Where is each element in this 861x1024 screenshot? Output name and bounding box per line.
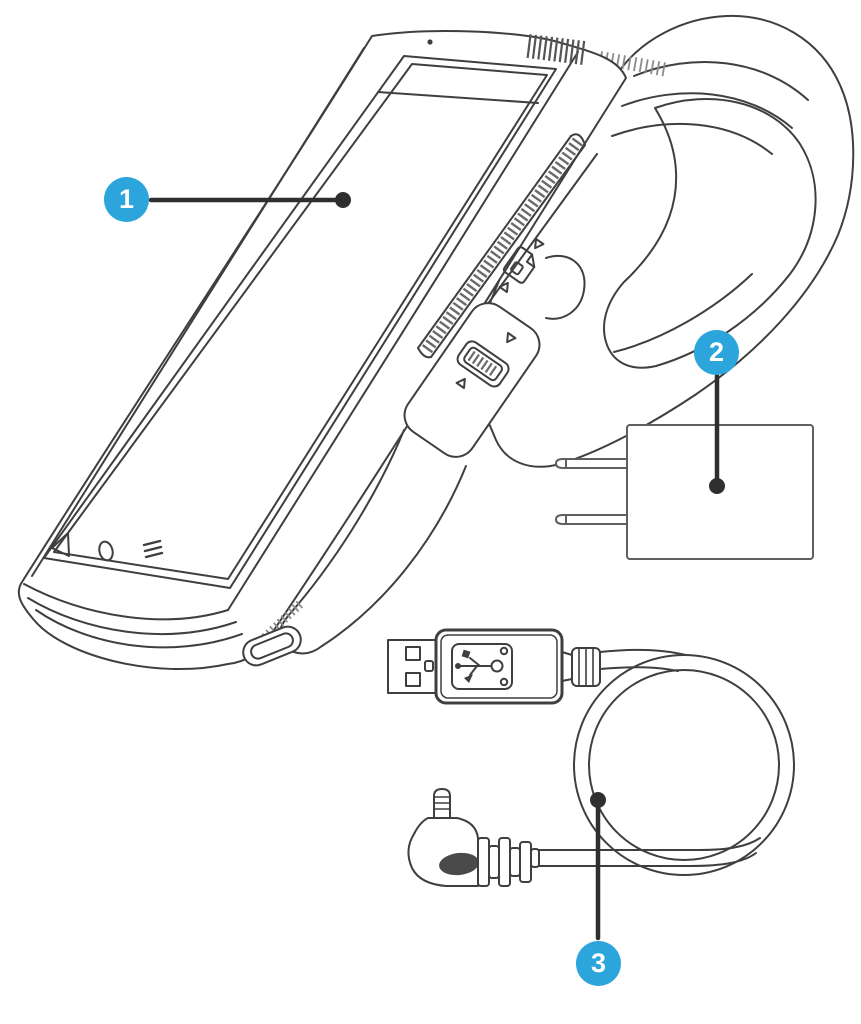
callout-3-badge: 3 [576, 941, 621, 986]
magstripe-slot-cap [570, 133, 586, 146]
callout-3-number: 3 [590, 948, 607, 978]
grip-texture [258, 600, 304, 644]
grip-lower-edge [321, 465, 467, 647]
side-bump [545, 255, 586, 320]
handle-surface-line [621, 92, 793, 129]
grip-foot-outline [242, 625, 302, 667]
speaker-grille [526, 34, 586, 65]
callout-2-number: 2 [708, 337, 725, 367]
body-left-edge-line [31, 47, 365, 577]
handle-opening [603, 98, 817, 369]
direction-triangle [506, 331, 517, 344]
handle-inner-ridge [613, 273, 753, 353]
callout-2-badge: 2 [694, 330, 739, 375]
card-slot-inner [463, 346, 503, 382]
handle-surface-line [633, 61, 809, 101]
callout-1-target-dot [335, 192, 351, 208]
face-right-edge-line [227, 51, 579, 611]
usb-neck [561, 651, 573, 682]
direction-triangle [534, 237, 545, 250]
pos-terminal-illustration [17, 14, 855, 671]
cable-run [599, 648, 687, 656]
usb-a-connector [387, 628, 601, 705]
callout-2-target-dot [709, 478, 725, 494]
barrel-tip-rings [433, 796, 451, 810]
bottom-cap-line [27, 597, 237, 635]
callout-1-badge: 1 [104, 177, 149, 222]
handle-surface-line [611, 122, 773, 155]
cable-loop-inner [588, 669, 780, 861]
barrel-body [407, 817, 479, 887]
nav-menu-icon [142, 539, 164, 559]
nav-home-icon [98, 540, 114, 562]
cable-run [599, 666, 679, 672]
direction-triangle [455, 377, 466, 390]
bottom-cap-line [35, 609, 243, 649]
trigger-panel [403, 302, 541, 458]
touchscreen-inner-line [53, 63, 548, 580]
face-bottom-edge-line [23, 583, 229, 621]
cable-run [537, 837, 761, 851]
magstripe-slot-edge [430, 144, 586, 358]
usb-screw [499, 677, 509, 687]
sim-card-fold [525, 253, 536, 268]
usb-shell-slot [424, 660, 434, 672]
usb-trident-icon [455, 649, 504, 683]
grip-foot [242, 625, 302, 667]
usb-shell-hole [405, 672, 421, 687]
callout-leaders [148, 192, 725, 941]
usb-screw [499, 646, 509, 656]
terminal-touchscreen [43, 55, 557, 589]
usb-shell-hole [405, 646, 421, 661]
usb-body-inner-line [440, 634, 558, 699]
usb-plastic-body [434, 628, 564, 705]
cable-run [537, 852, 757, 867]
trigger-panel-outline [403, 302, 541, 458]
dc-barrel-connector [407, 788, 540, 887]
usb-metal-shell [387, 639, 437, 694]
grip-foot-inner [250, 632, 294, 660]
sim-card-icon [502, 246, 536, 284]
grip-lower-edge [287, 429, 405, 617]
barrel-strain-relief [477, 837, 540, 887]
adapter-prong [555, 458, 627, 469]
usb-ferrule-rings [578, 647, 594, 687]
barrel-grip-pad [439, 852, 479, 876]
adapter-prong [555, 514, 627, 525]
nav-back-icon [51, 532, 70, 557]
callout-1-number: 1 [118, 184, 135, 214]
sim-card-outline [502, 246, 536, 284]
sim-card-contact [510, 261, 524, 276]
card-slot-outer [456, 340, 510, 388]
screen-separator-line [377, 91, 539, 104]
direction-triangle [498, 281, 509, 294]
usb-label-panel [451, 643, 513, 690]
magstripe-slot-cap [417, 347, 432, 359]
magstripe-slot-edge [417, 135, 572, 349]
cable-loop-outer [573, 654, 795, 876]
front-camera-dot [427, 39, 433, 45]
callout-3-target-dot [590, 792, 606, 808]
usb-cable-illustration [387, 628, 795, 887]
